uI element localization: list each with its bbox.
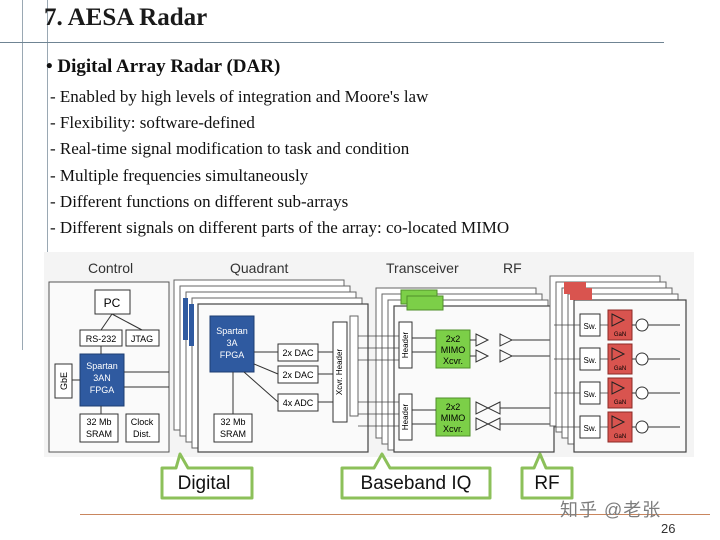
mimo-top-box	[435, 329, 471, 369]
list-item: - Multiple frequencies simultaneously	[50, 165, 309, 185]
rf-switch-label: Sw.	[584, 356, 597, 365]
footer-rule	[80, 514, 710, 515]
control-board: PC RS-232 JTAG GbE Spartan 3AN FPGA 32 M…	[48, 281, 170, 453]
left-vertical-rule	[22, 0, 23, 350]
transceiver-board-stack: Header Header 2x2 MIMO Xcvr. 2x2 MIMO Xc…	[375, 287, 555, 453]
mimo-bottom-box	[435, 397, 471, 437]
mimo-bottom-line1: 2x2	[446, 402, 461, 412]
callout-digital-label: Digital	[178, 473, 231, 494]
mimo-top-line1: 2x2	[446, 334, 461, 344]
rf-switch-label: Sw.	[584, 322, 597, 331]
pc-box	[94, 289, 131, 315]
xcvr-header-top-box	[398, 321, 413, 369]
clock-line2: Dist.	[133, 429, 151, 439]
callout-baseband: Baseband IQ	[340, 452, 492, 500]
section-label-rf: RF	[503, 260, 522, 276]
adc-label: 4x ADC	[283, 398, 314, 408]
callout-digital: Digital	[160, 452, 254, 500]
control-fpga-line1: Spartan	[86, 361, 118, 371]
jtag-label: JTAG	[131, 334, 153, 344]
rf-gan-label: GaN	[614, 366, 626, 372]
rf-channel-1: Sw. GaN	[579, 309, 680, 341]
quadrant-fpga-line1: Spartan	[216, 326, 248, 336]
left-vertical-rule-2	[47, 0, 48, 350]
list-item: - Different signals on different parts o…	[50, 218, 510, 238]
bullet-list: - Enabled by high levels of integration …	[50, 84, 509, 241]
rf-switch-label: Sw.	[584, 424, 597, 433]
board-interconnect	[358, 335, 399, 427]
callout-rf: RF	[520, 452, 574, 500]
section-label-transceiver: Transceiver	[386, 260, 459, 276]
callout-rf-label: RF	[534, 473, 559, 494]
page-number: 26	[661, 521, 676, 536]
bullet-heading: • Digital Array Radar (DAR)	[46, 56, 280, 78]
dac1-label: 2x DAC	[282, 348, 314, 358]
rf-switch-label: Sw.	[584, 390, 597, 399]
gbe-box	[54, 363, 73, 399]
quadrant-sram-line2: SRAM	[220, 429, 246, 439]
quadrant-board-stack: Spartan 3A FPGA 2x DAC 2x DAC 4x ADC 32 …	[173, 279, 369, 453]
control-fpga-line3: FPGA	[90, 385, 115, 395]
xcvr-header-bottom-label: Header	[401, 404, 410, 431]
xcvr-header-box	[332, 321, 348, 423]
xcvr-header-top-label: Header	[401, 332, 410, 359]
title-underline	[0, 42, 664, 43]
control-sram-line1: 32 Mb	[86, 417, 111, 427]
section-label-control: Control	[88, 260, 133, 276]
pc-label: PC	[104, 296, 121, 310]
clock-box	[125, 413, 160, 443]
quadrant-sram-line1: 32 Mb	[220, 417, 245, 427]
gbe-label: GbE	[59, 372, 69, 390]
rf-gan-label: GaN	[614, 400, 626, 406]
control-fpga-line2: 3AN	[93, 373, 111, 383]
section-label-quadrant: Quadrant	[230, 260, 288, 276]
quadrant-sram-box	[213, 413, 253, 443]
rf-channel-3: Sw. GaN	[579, 377, 680, 409]
xcvr-header-label: Xcvr. Header	[335, 349, 344, 396]
quadrant-fpga-box	[209, 315, 255, 373]
bullet-marker: •	[46, 56, 53, 77]
list-item: - Real-time signal modification to task …	[50, 139, 410, 159]
list-item: - Flexibility: software-defined	[50, 113, 255, 133]
clock-line1: Clock	[131, 417, 154, 427]
rf-board-stack: Sw. GaN Sw. GaN Sw. GaN	[549, 275, 687, 453]
jtag-box	[125, 329, 160, 347]
slide-title: 7. AESA Radar	[44, 4, 208, 31]
list-item: - Different functions on different sub-a…	[50, 191, 349, 211]
quadrant-fpga-line3: FPGA	[220, 350, 245, 360]
callout-baseband-label: Baseband IQ	[361, 473, 472, 494]
mimo-top-line2: MIMO	[441, 345, 466, 355]
rs232-label: RS-232	[86, 334, 117, 344]
mimo-bottom-line2: MIMO	[441, 413, 466, 423]
dac2-label: 2x DAC	[282, 370, 314, 380]
dar-block-diagram: Control Quadrant Transceiver RF PC RS-23…	[44, 252, 694, 500]
quadrant-fpga-line2: 3A	[226, 338, 237, 348]
control-sram-box	[79, 413, 119, 443]
watermark: 知乎 @老张	[560, 500, 662, 520]
mimo-bottom-line3: Xcvr.	[443, 424, 463, 434]
bullet-heading-text: Digital Array Radar (DAR)	[57, 56, 281, 77]
xcvr-header-bottom-box	[398, 393, 413, 441]
rf-gan-label: GaN	[614, 434, 626, 440]
rf-gan-label: GaN	[614, 332, 626, 338]
list-item: - Enabled by high levels of integration …	[50, 87, 429, 106]
control-sram-line2: SRAM	[86, 429, 112, 439]
rf-channel-2: Sw. GaN	[579, 343, 680, 375]
mimo-top-line3: Xcvr.	[443, 356, 463, 366]
